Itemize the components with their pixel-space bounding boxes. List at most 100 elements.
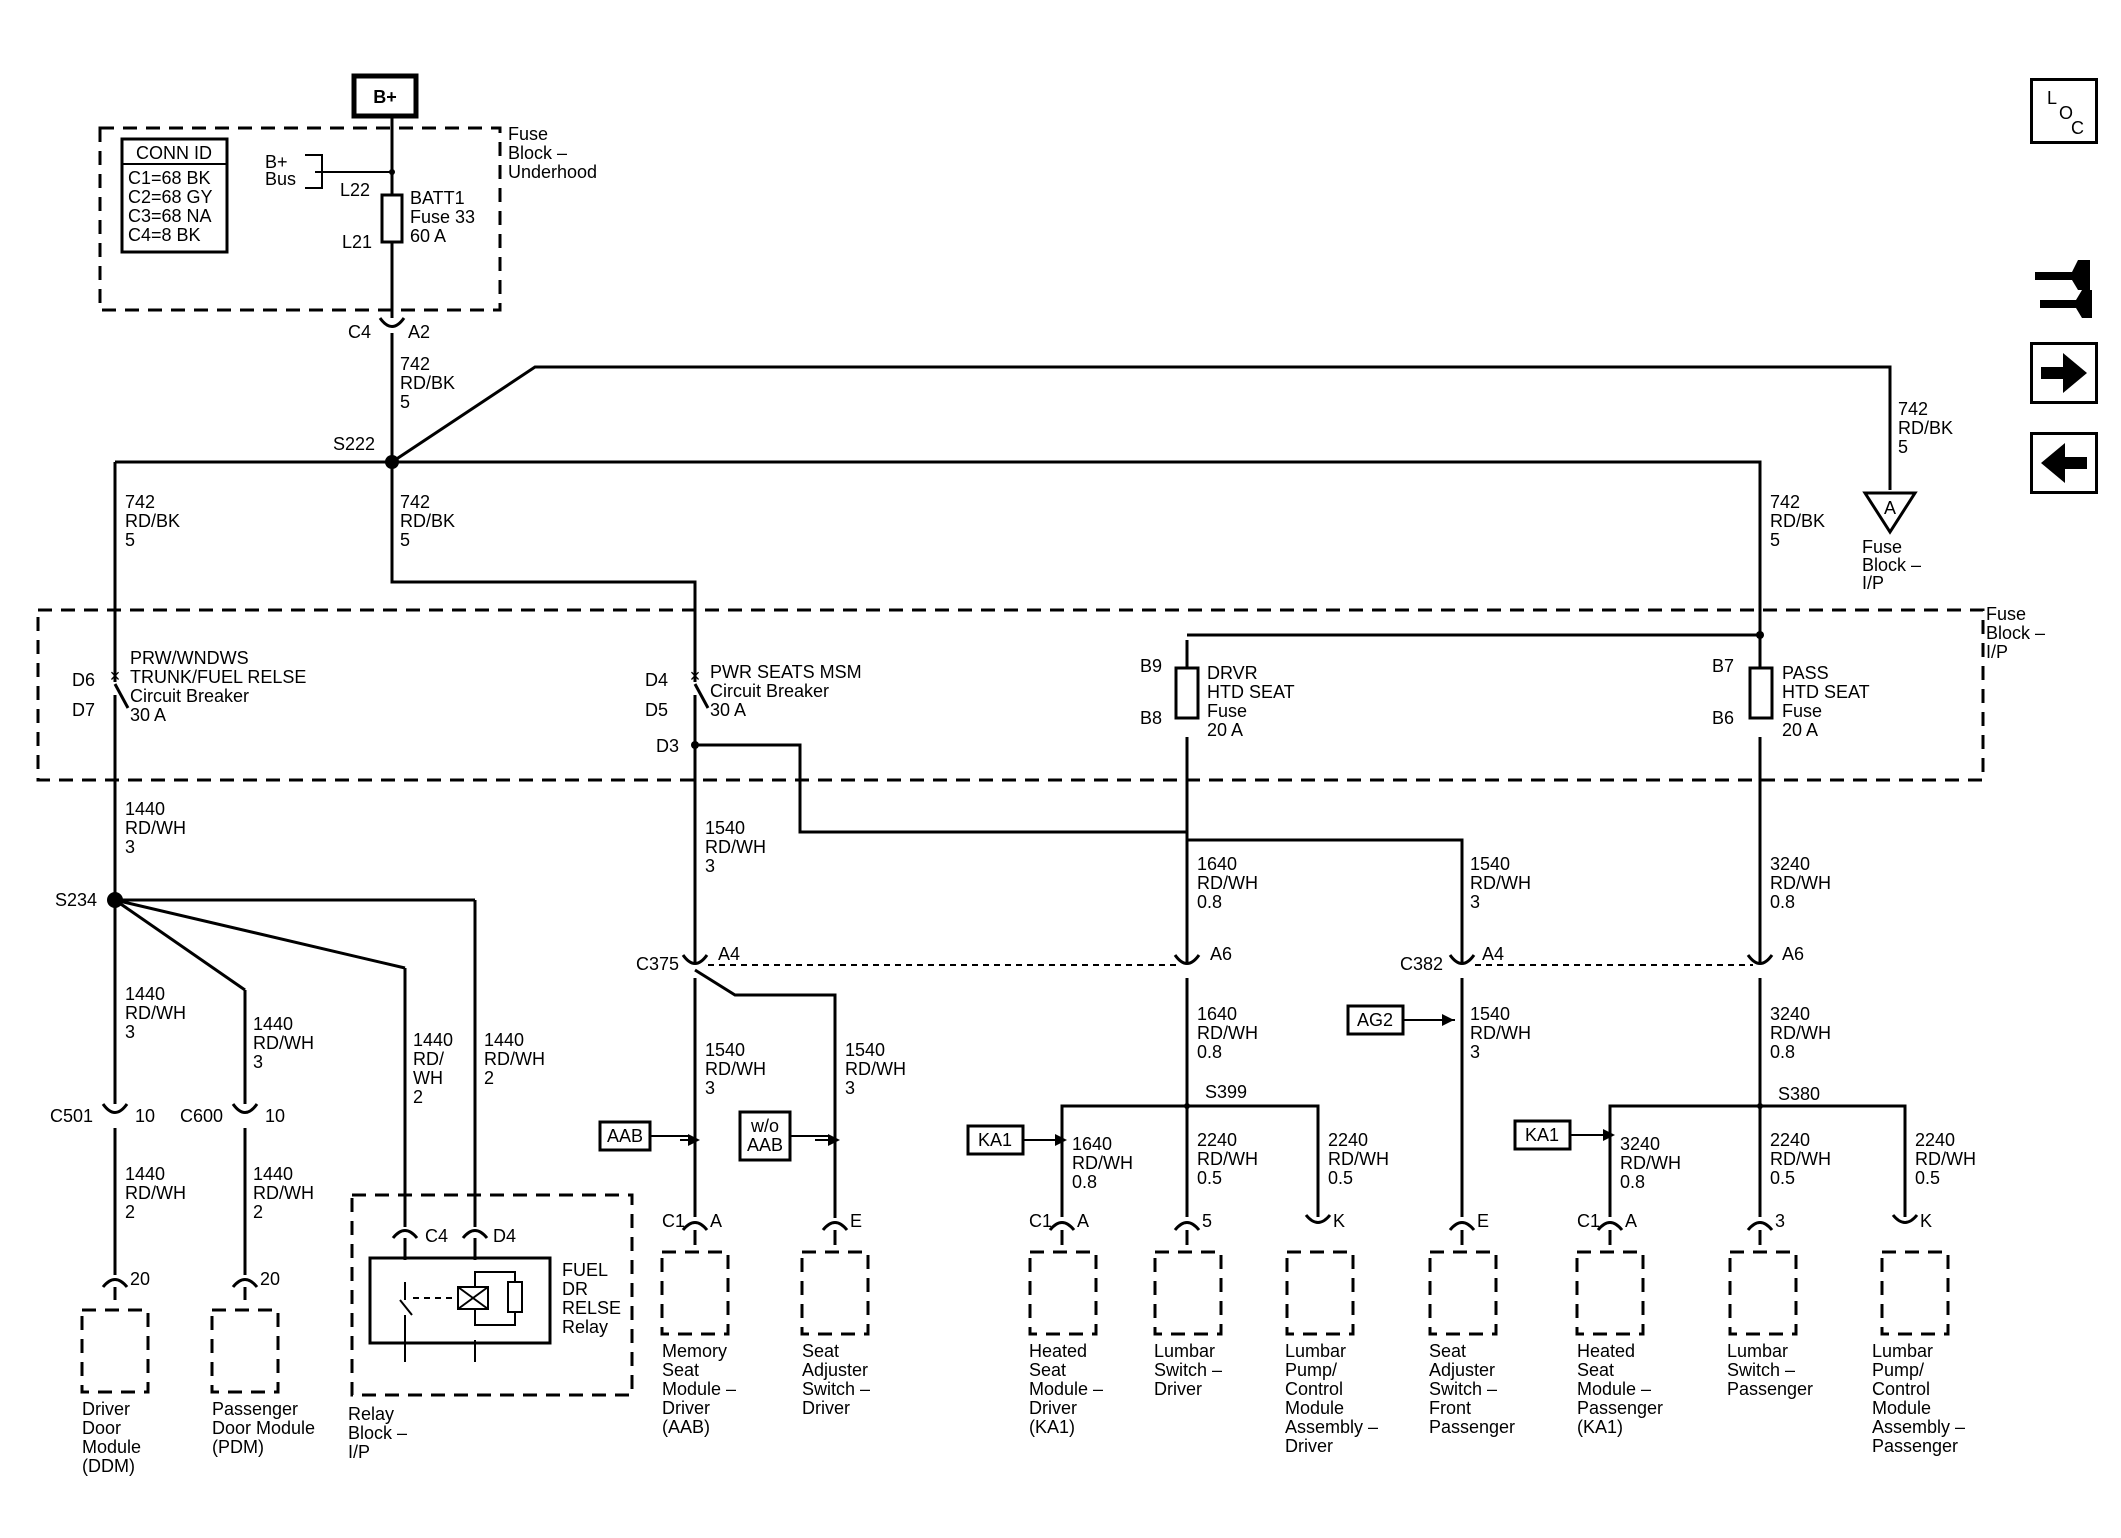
label-connectors-c600-pin: 10	[265, 1106, 285, 1126]
label-breakers-prw-pin_out: D7	[72, 700, 95, 720]
label-connectors-c375-pins-1: A6	[1210, 944, 1232, 964]
wire-paths	[113, 95, 1907, 1275]
label-connectors-c375-pins-0: A4	[718, 944, 740, 964]
label-supply-bplus_bus: B+Bus	[265, 152, 296, 189]
component-pin-8: A	[1625, 1211, 1637, 1231]
label-fuses-drvr-pin_in: B9	[1140, 656, 1162, 676]
bplus-box	[351, 73, 419, 119]
label-connectors-c501-pin: 10	[135, 1106, 155, 1126]
label-breakers-pwr-pin_in: D4	[645, 670, 668, 690]
label-options-aab: AAB	[607, 1126, 643, 1146]
circuit-breaker-pwr-symbol: ×	[690, 666, 710, 709]
label-batt_fuse-in_pin: L22	[340, 180, 370, 200]
previous-page-button[interactable]	[2030, 432, 2098, 494]
label-fuses-drvr-pin_out: B8	[1140, 708, 1162, 728]
bus-bracket	[305, 154, 323, 189]
label-conn_c4-pin: A2	[408, 322, 430, 342]
loc-button[interactable]: L O C	[2030, 78, 2098, 144]
component-conn-2: C1	[662, 1211, 685, 1231]
splice-dots	[107, 169, 1764, 1109]
label-splices-s222: S222	[333, 434, 375, 454]
label-connectors-c501-name: C501	[50, 1106, 93, 1126]
next-page-button[interactable]	[2030, 342, 2098, 404]
component-pin-5: 5	[1202, 1211, 1212, 1231]
loc-icon: L O C	[2047, 88, 2084, 138]
component-pin-7: E	[1477, 1211, 1489, 1231]
svg-text:×: ×	[110, 666, 121, 686]
conn-id-table	[120, 137, 229, 254]
component-pin-1: 20	[260, 1269, 280, 1289]
component-pin-6: K	[1333, 1211, 1345, 1231]
label-breakers-prw-pin_in: D6	[72, 670, 95, 690]
label-connectors-c375-name: C375	[636, 954, 679, 974]
label-breakers-pwr-pin_out: D5	[645, 700, 668, 720]
component-conn-8: C1	[1577, 1211, 1600, 1231]
label-splices-s380: S380	[1778, 1084, 1820, 1104]
svg-text:L: L	[2047, 88, 2057, 108]
label-batt_fuse-out_pin: L21	[342, 232, 372, 252]
label-conn_id-title: CONN ID	[136, 143, 212, 163]
pass-seat-fuse	[1748, 666, 1774, 720]
component-pin-3: E	[850, 1211, 862, 1231]
svg-text:O: O	[2059, 103, 2073, 123]
bplus-label: B+	[373, 87, 397, 107]
connector-view-button[interactable]	[2030, 250, 2100, 325]
label-relay-pin_b: D4	[493, 1226, 516, 1246]
option-ag2	[1346, 1004, 1405, 1036]
arrow-left-icon	[2041, 443, 2087, 483]
circuit-breaker-prw-symbol: ×	[110, 666, 130, 709]
connector-plug-icon	[2035, 260, 2092, 318]
option-ka1	[966, 1124, 1025, 1156]
label-conn_c4-name: C4	[348, 322, 371, 342]
block-outlines	[36, 126, 1985, 1397]
svg-text:×: ×	[690, 666, 701, 686]
relay-diode	[507, 1281, 523, 1313]
drvr-seat-fuse	[1174, 666, 1200, 720]
component-pin-2: A	[710, 1211, 722, 1231]
label-splices-s234: S234	[55, 890, 97, 910]
label-supply-offpage_letter: A	[1884, 498, 1896, 518]
label-connectors-c382-pins-1: A6	[1782, 944, 1804, 964]
component-conn-4: C1	[1029, 1211, 1052, 1231]
component-pin-9: 3	[1775, 1211, 1785, 1231]
offpage-triangle	[1862, 491, 1918, 535]
